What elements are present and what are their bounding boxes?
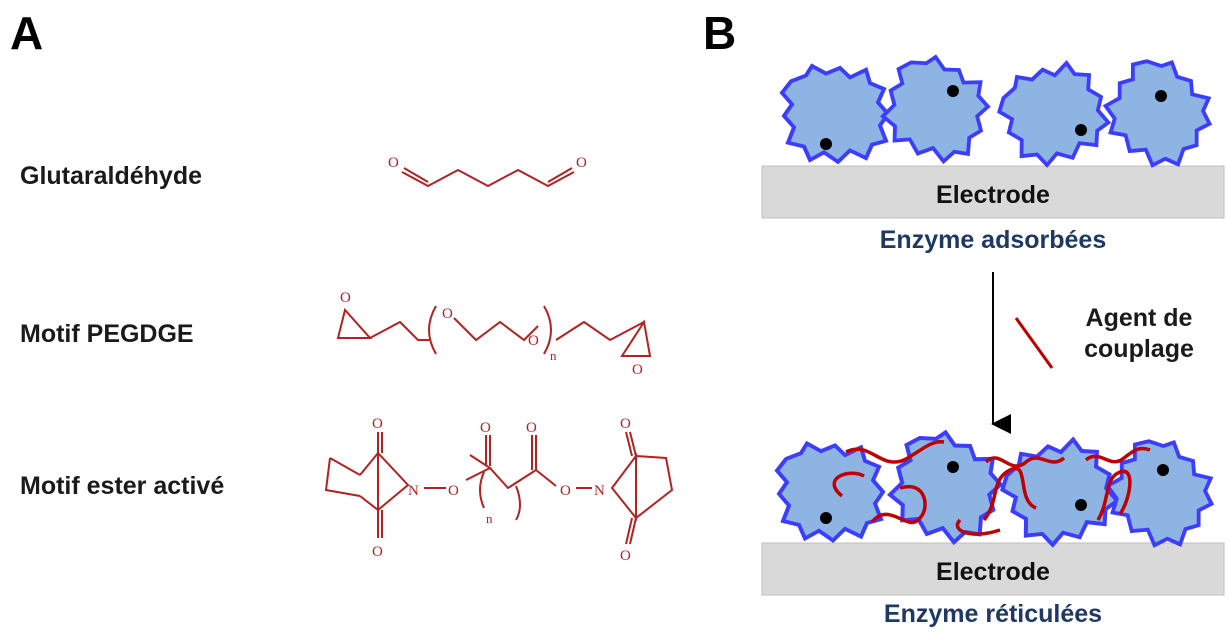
caption-crosslinked: Enzyme réticulées	[883, 600, 1103, 628]
peg-o2: O	[528, 333, 539, 349]
active-site	[947, 461, 959, 473]
active-site	[947, 85, 959, 97]
ester-o-top-right: O	[620, 416, 631, 432]
crosslinker-network	[832, 440, 1151, 536]
activated-ester-label: Motif ester activé	[20, 472, 225, 500]
active-site	[1075, 124, 1087, 136]
electrode-top	[761, 165, 1225, 219]
enzyme	[780, 63, 890, 164]
electrode-bottom-label: Electrode	[936, 558, 1050, 586]
coupling-agent-line2: couplage	[1084, 335, 1194, 364]
ester-subscript-n: n	[486, 511, 493, 526]
ester-n-left: N	[408, 483, 419, 499]
active-site	[1155, 90, 1167, 102]
enzyme	[1089, 422, 1229, 564]
coupling-agent-label: Agent de couplage	[1064, 303, 1214, 366]
coupling-agent-symbol	[1014, 317, 1054, 369]
peg-subscript-n: n	[550, 348, 557, 363]
enzyme	[775, 441, 885, 543]
enzymes-adsorbed	[780, 42, 1229, 184]
ester-o-link-right: O	[560, 483, 571, 499]
enzyme	[874, 417, 1017, 558]
ester-o-bottom-right: O	[620, 548, 631, 564]
active-site	[1157, 464, 1169, 476]
peg-epoxide-o-right: O	[632, 362, 643, 378]
glutaraldehyde-structure	[401, 167, 575, 188]
active-site	[1075, 499, 1087, 511]
ester-o-link-left: O	[448, 483, 459, 499]
caption-adsorbed: Enzyme adsorbées	[879, 226, 1107, 254]
pegdge-structure	[336, 305, 652, 357]
glut-o-right: O	[576, 155, 587, 171]
ester-o-carbonyl-left: O	[480, 420, 491, 436]
glut-o-left: O	[388, 155, 399, 171]
active-site	[820, 512, 832, 524]
electrode-top-label: Electrode	[936, 181, 1050, 209]
pegdge-label: Motif PEGDGE	[20, 320, 194, 348]
electrode-bottom	[761, 542, 1225, 596]
ester-o-bottom-left: O	[372, 544, 383, 560]
panel-letter-a: A	[10, 7, 44, 59]
ester-n-right: N	[594, 483, 605, 499]
enzyme	[1087, 42, 1229, 184]
enzyme	[867, 43, 1003, 176]
enzymes-crosslinked	[775, 417, 1229, 564]
enzyme	[988, 50, 1120, 178]
ester-o-carbonyl-right: O	[526, 420, 537, 436]
peg-epoxide-o-left: O	[340, 290, 351, 306]
peg-o1: O	[442, 306, 453, 322]
panel-letter-b: B	[703, 7, 737, 59]
coupling-agent-line1: Agent de	[1085, 304, 1193, 332]
active-site	[820, 138, 832, 150]
glutaraldehyde-label: Glutaraldéhyde	[20, 162, 202, 190]
ester-o-top-left: O	[372, 416, 383, 432]
activated-ester-structure	[324, 431, 674, 545]
